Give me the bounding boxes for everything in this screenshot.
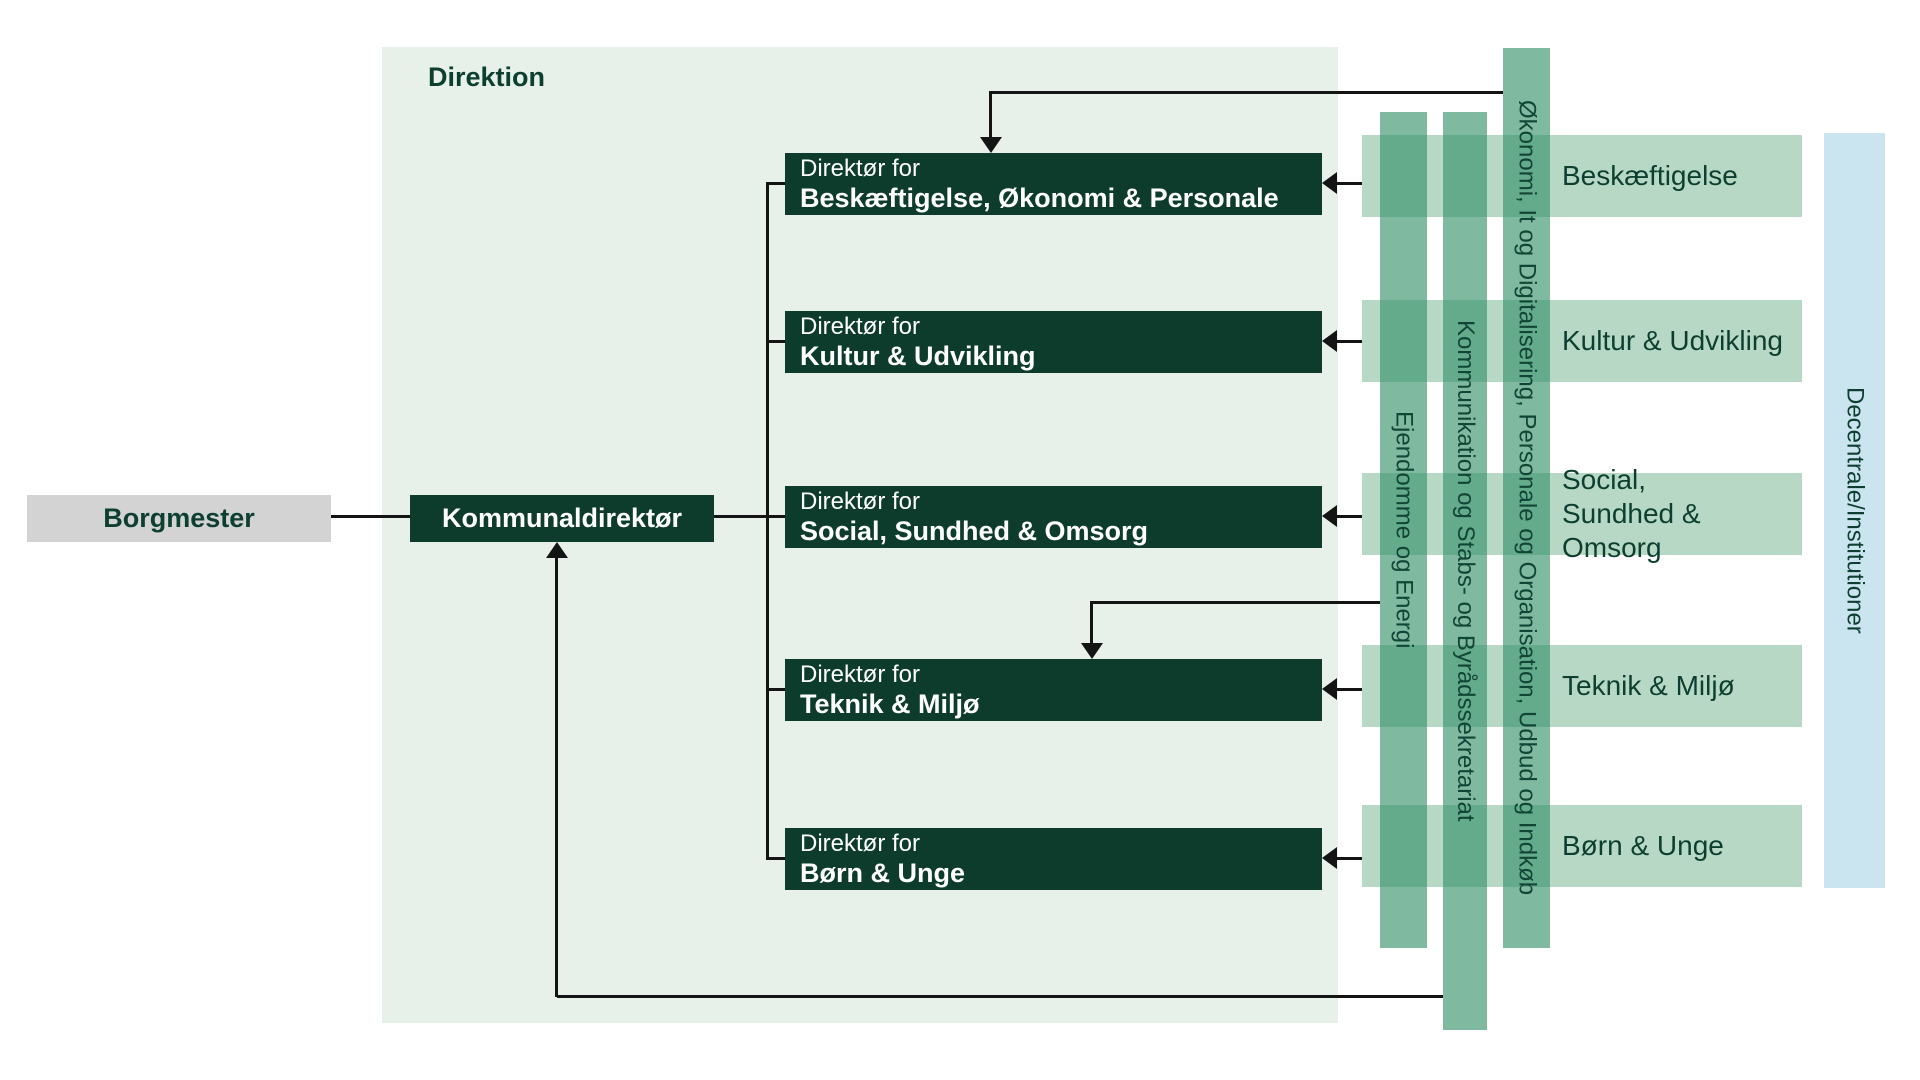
director-prefix: Direktør for [800,154,920,182]
director-prefix: Direktør for [800,829,920,857]
connector-kommunikation-to-kommunaldirektor [555,557,558,997]
director-box-3: Direktør for Social, Sundhed & Omsorg [785,486,1322,548]
director-prefix: Direktør for [800,487,920,515]
director-name: Børn & Unge [800,857,965,888]
kommunaldirektor-box: Kommunaldirektør [410,495,714,542]
arrowhead-left-director-4 [1322,678,1337,700]
director-prefix: Direktør for [800,312,920,340]
connector-department-5 [1335,857,1362,860]
director-box-5: Direktør for Børn & Unge [785,828,1322,890]
connector-oekonomi-to-director-1 [991,91,1503,94]
director-box-1: Direktør for Beskæftigelse, Økonomi & Pe… [785,153,1322,215]
decentrale-label: Decentrale/Institutioner [1841,387,1869,634]
staff-bar-kommunikation: Kommunikation og Stabs- og Byrådssekreta… [1443,112,1487,1030]
arrowhead-up-kommunaldirektor [546,542,568,558]
director-prefix: Direktør for [800,660,920,688]
director-name: Social, Sundhed & Omsorg [800,515,1149,546]
connector-department-3 [1335,515,1362,518]
director-name: Beskæftigelse, Økonomi & Personale [800,182,1279,213]
connector-department-1 [1335,182,1362,185]
connector-borgmester-kommunaldirektor [331,515,410,518]
connector-trunk [766,182,769,860]
arrowhead-down-director-4 [1081,643,1103,659]
staff-bar-label: Ejendomme og Energi [1390,411,1418,649]
borgmester-box: Borgmester [27,495,331,542]
department-box-beskaeftigelse: Beskæftigelse [1362,135,1802,217]
direktion-label: Direktion [428,62,546,92]
connector-stub-director-4 [766,688,785,691]
connector-oekonomi-to-director-1-drop [989,91,992,138]
arrowhead-left-director-1 [1322,172,1337,194]
staff-bar-oekonomi: Økonomi, It og Digitalisering, Personale… [1503,48,1550,948]
staff-bar-label: Kommunikation og Stabs- og Byrådssekreta… [1452,320,1479,822]
director-name: Teknik & Miljø [800,688,980,719]
connector-stub-director-1 [766,182,785,185]
director-name: Kultur & Udvikling [800,340,1036,371]
arrowhead-left-director-3 [1322,505,1337,527]
arrowhead-left-director-2 [1322,330,1337,352]
director-box-4: Direktør for Teknik & Miljø [785,659,1322,721]
arrowhead-down-director-1 [980,137,1002,153]
staff-bar-label: Økonomi, It og Digitalisering, Personale… [1513,100,1541,896]
connector-department-2 [1335,340,1362,343]
connector-department-4 [1335,688,1362,691]
connector-ejendomme-to-director-4 [1092,601,1380,604]
decentrale-bar: Decentrale/Institutioner [1824,133,1885,888]
department-box-teknik: Teknik & Miljø [1362,645,1802,727]
connector-stub-director-5 [766,857,785,860]
arrowhead-left-director-5 [1322,847,1337,869]
connector-kommunikation-bottom [557,995,1443,998]
connector-ejendomme-to-director-4-drop [1090,601,1093,644]
department-box-boern: Børn & Unge [1362,805,1802,887]
connector-stub-director-2 [766,340,785,343]
director-box-2: Direktør for Kultur & Udvikling [785,311,1322,373]
department-box-kultur: Kultur & Udvikling [1362,300,1802,382]
staff-bar-ejendomme: Ejendomme og Energi [1380,112,1427,948]
department-box-social: Social, Sundhed & Omsorg [1362,464,1802,563]
connector-kommunaldirektor-trunk [714,515,785,518]
